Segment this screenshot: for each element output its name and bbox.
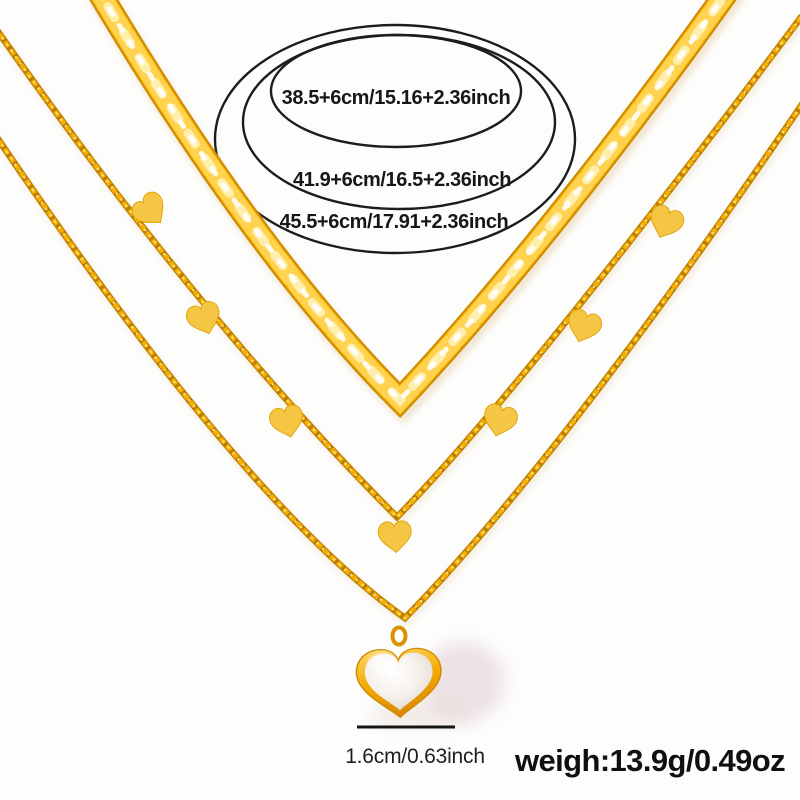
- heart-pendant: [354, 625, 505, 728]
- pendant-bail: [390, 625, 408, 647]
- pearl-highlight: [369, 653, 397, 673]
- weight-label: weigh:13.9g/0.49oz: [514, 743, 785, 778]
- pendant-scale: 1.6cm/0.63inch: [345, 725, 485, 768]
- size-ring-inner: [269, 33, 523, 149]
- size-ring-label-outer: 45.5+6cm/17.91+2.36inch: [280, 211, 509, 233]
- size-ring-label-inner: 38.5+6cm/15.16+2.36inch: [282, 87, 511, 109]
- scale-label: 1.6cm/0.63inch: [345, 745, 485, 768]
- size-ring-label-middle: 41.9+6cm/16.5+2.36inch: [293, 169, 511, 191]
- size-rings: 38.5+6cm/15.16+2.36inch 41.9+6cm/16.5+2.…: [213, 23, 577, 255]
- size-ring-outer: [213, 23, 577, 255]
